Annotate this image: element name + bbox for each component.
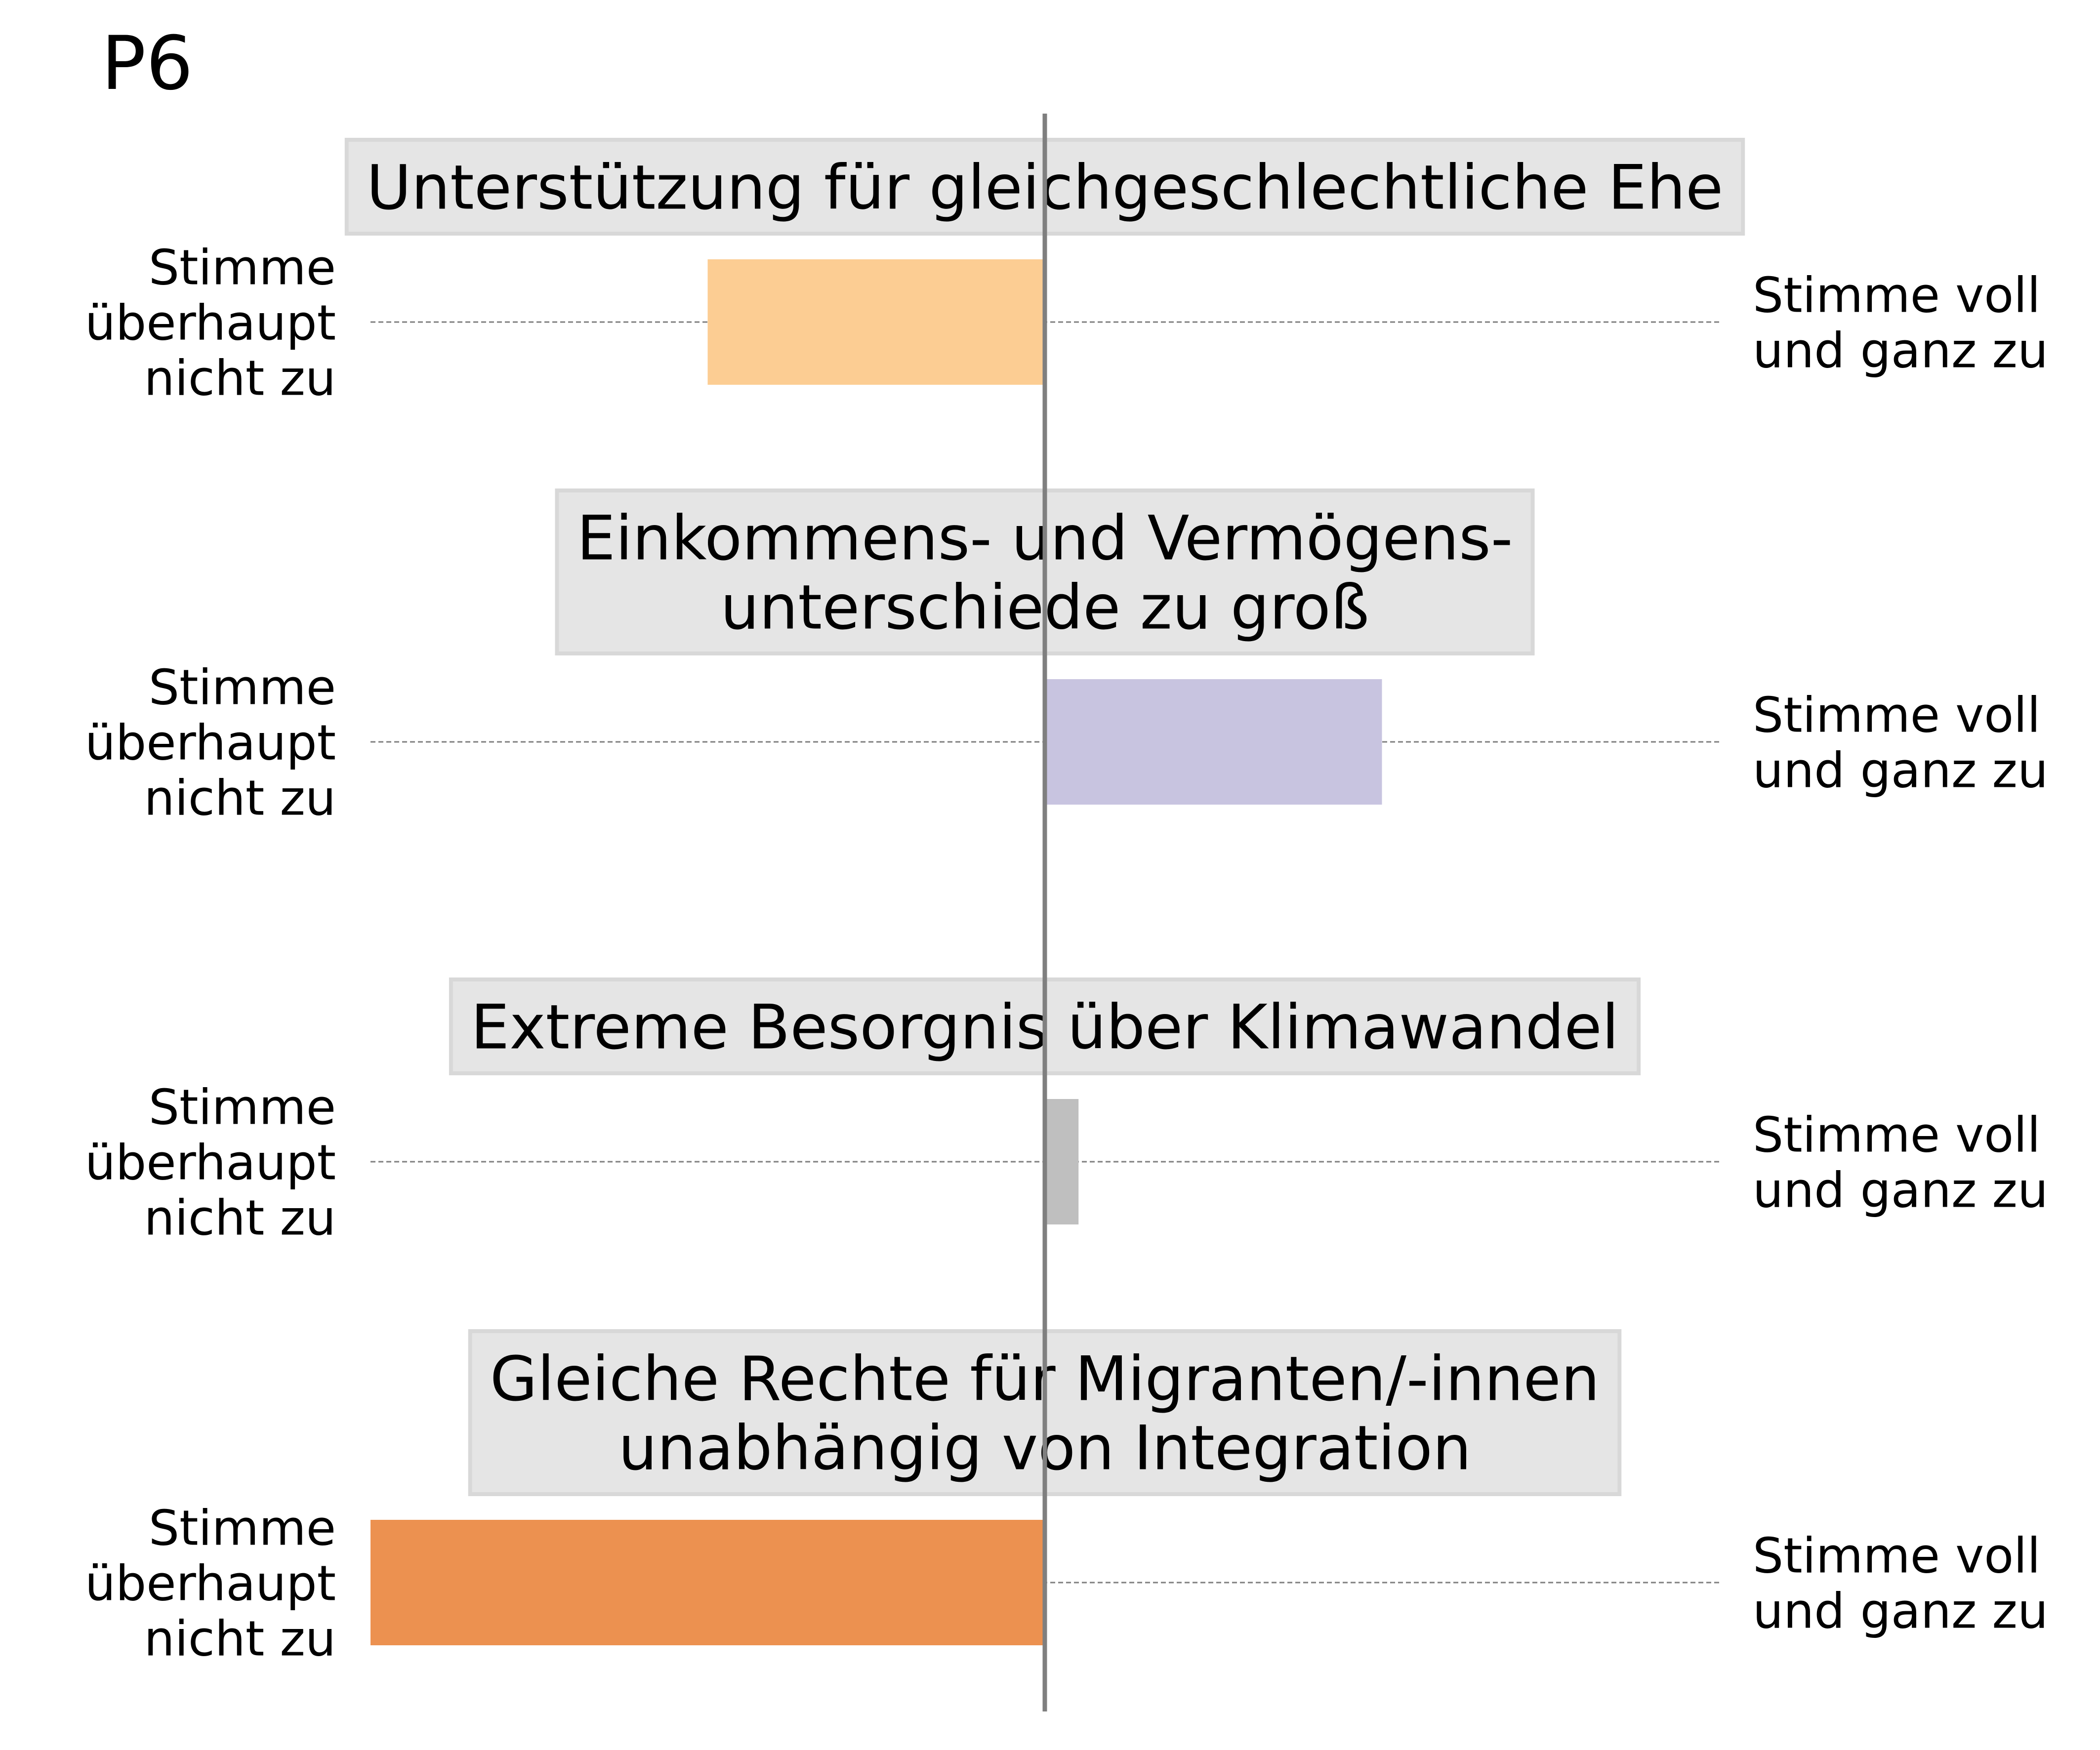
bar	[1045, 1099, 1079, 1224]
bar	[371, 1520, 1045, 1645]
chart-rows: Unterstützung für gleichgeschlechtliche …	[85, 138, 2048, 1667]
panel-label: P6	[101, 21, 193, 107]
chart-row: Einkommens- und Vermögens-unterschiede z…	[85, 488, 2048, 826]
bar	[707, 259, 1045, 385]
chart-row: Extreme Besorgnis über KlimawandelStimme…	[85, 977, 2048, 1246]
chart-row: Unterstützung für gleichgeschlechtliche …	[85, 138, 2048, 407]
bar	[1045, 679, 1382, 805]
